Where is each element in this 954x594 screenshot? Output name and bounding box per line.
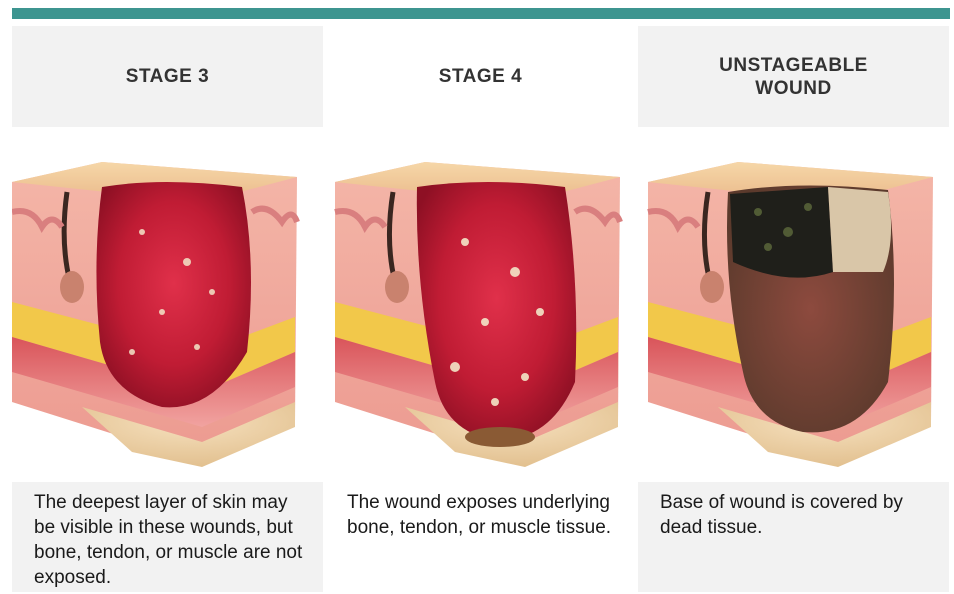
stage-3-title: STAGE 3 (126, 65, 209, 88)
stage-4-title: STAGE 4 (439, 65, 522, 88)
unstageable-illustration (638, 152, 949, 470)
stage-4-illustration (325, 152, 636, 470)
stage-4-header: STAGE 4 (325, 26, 636, 127)
stage-3-illustration (12, 152, 323, 470)
stage-4-description: The wound exposes underlying bone, tendo… (325, 482, 636, 540)
unstageable-description-panel: Base of wound is covered by dead tissue. (638, 482, 949, 592)
stage-4-description-panel: The wound exposes underlying bone, tendo… (325, 482, 636, 592)
stage-3-header: STAGE 3 (12, 26, 323, 127)
skin-cross-section-stage-4 (325, 152, 636, 470)
stage-3-panel: STAGE 3 The deepest layer of skin may be… (12, 26, 323, 592)
skin-cross-section-stage-3 (12, 152, 323, 470)
unstageable-header: UNSTAGEABLE WOUND (638, 26, 949, 127)
top-accent-bar (12, 8, 950, 19)
skin-cross-section-unstageable (638, 152, 949, 470)
unstageable-title: UNSTAGEABLE WOUND (719, 54, 868, 100)
stage-3-description-panel: The deepest layer of skin may be visible… (12, 482, 323, 592)
stage-4-panel: STAGE 4 The wound exposes underlying bon… (325, 26, 636, 592)
unstageable-description: Base of wound is covered by dead tissue. (638, 482, 949, 540)
stage-3-description: The deepest layer of skin may be visible… (12, 482, 323, 590)
unstageable-panel: UNSTAGEABLE WOUND Base of wound is cover… (638, 26, 949, 592)
